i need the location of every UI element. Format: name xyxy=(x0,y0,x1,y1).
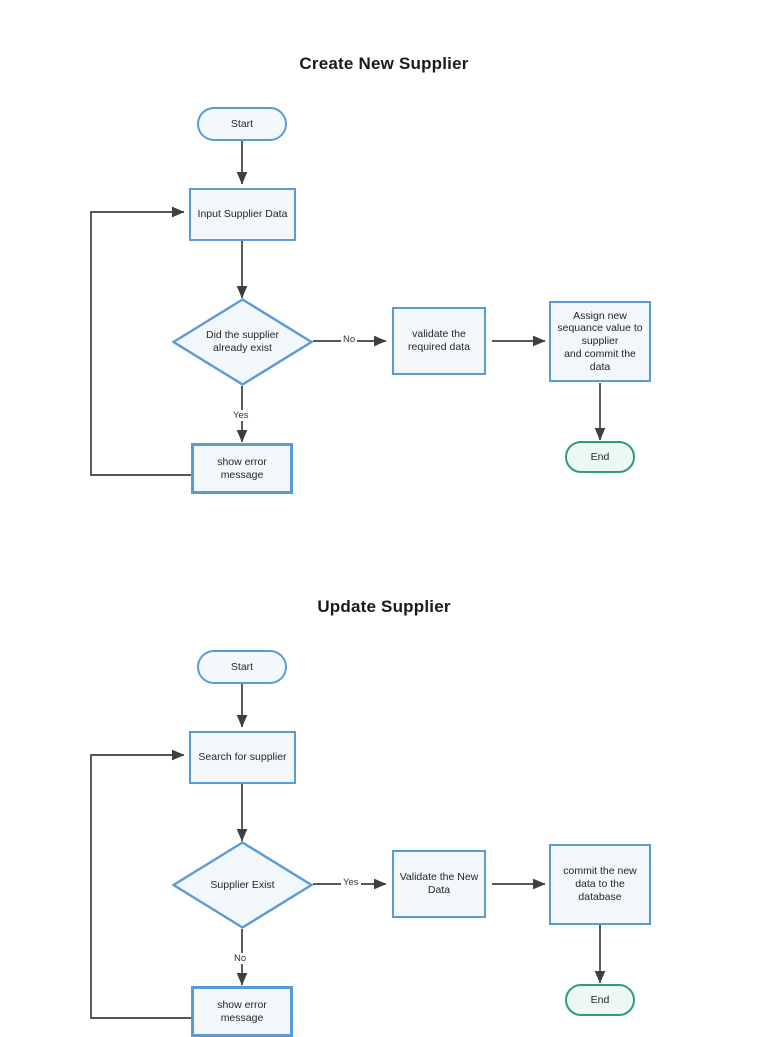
edge-label-yes-create: Yes xyxy=(231,410,251,421)
node-end-update[interactable]: End xyxy=(565,984,635,1016)
diamond-shape-icon xyxy=(172,298,313,386)
node-label: Start xyxy=(230,117,254,130)
node-show-error-message-update[interactable]: show error message xyxy=(191,986,293,1037)
node-start-create[interactable]: Start xyxy=(197,107,287,141)
node-input-supplier-data[interactable]: Input Supplier Data xyxy=(189,188,296,241)
node-label: validate the required data xyxy=(408,328,470,353)
node-validate-required-data[interactable]: validate the required data xyxy=(392,307,486,375)
node-label: Validate the New Data xyxy=(399,871,479,896)
node-commit-new-data[interactable]: commit the new data to the database xyxy=(549,844,651,925)
node-label: End xyxy=(590,993,610,1006)
edge-label-no-update: No xyxy=(232,953,249,964)
node-decision-supplier-exists[interactable]: Did the supplier already exist xyxy=(172,298,313,386)
node-label: show error message xyxy=(217,998,267,1024)
node-search-for-supplier[interactable]: Search for supplier xyxy=(189,731,296,784)
node-show-error-message-create[interactable]: show error message xyxy=(191,443,293,494)
node-label: Did the supplier already exist xyxy=(206,329,279,354)
node-label: commit the new data to the database xyxy=(563,865,637,903)
diagram-title-create-new-supplier: Create New Supplier xyxy=(299,54,469,73)
node-label: Search for supplier xyxy=(198,751,287,764)
node-label: End xyxy=(590,450,610,463)
node-label: Start xyxy=(230,660,254,673)
node-end-create[interactable]: End xyxy=(565,441,635,473)
node-start-update[interactable]: Start xyxy=(197,650,287,684)
edge-label-yes-update: Yes xyxy=(341,877,361,888)
node-label: Supplier Exist xyxy=(210,878,275,891)
node-validate-new-data[interactable]: Validate the New Data xyxy=(392,850,486,918)
edge-label-no-create: No xyxy=(341,334,358,345)
node-label: show error message xyxy=(217,455,267,481)
node-assign-sequence-value[interactable]: Assign new sequance value to supplier an… xyxy=(549,301,651,382)
diagram-title-update-supplier: Update Supplier xyxy=(317,597,451,616)
node-decision-supplier-exist[interactable]: Supplier Exist xyxy=(172,841,313,929)
node-label: Assign new sequance value to supplier an… xyxy=(557,309,643,373)
node-label: Input Supplier Data xyxy=(197,208,288,221)
diamond-shape-icon xyxy=(172,841,313,929)
